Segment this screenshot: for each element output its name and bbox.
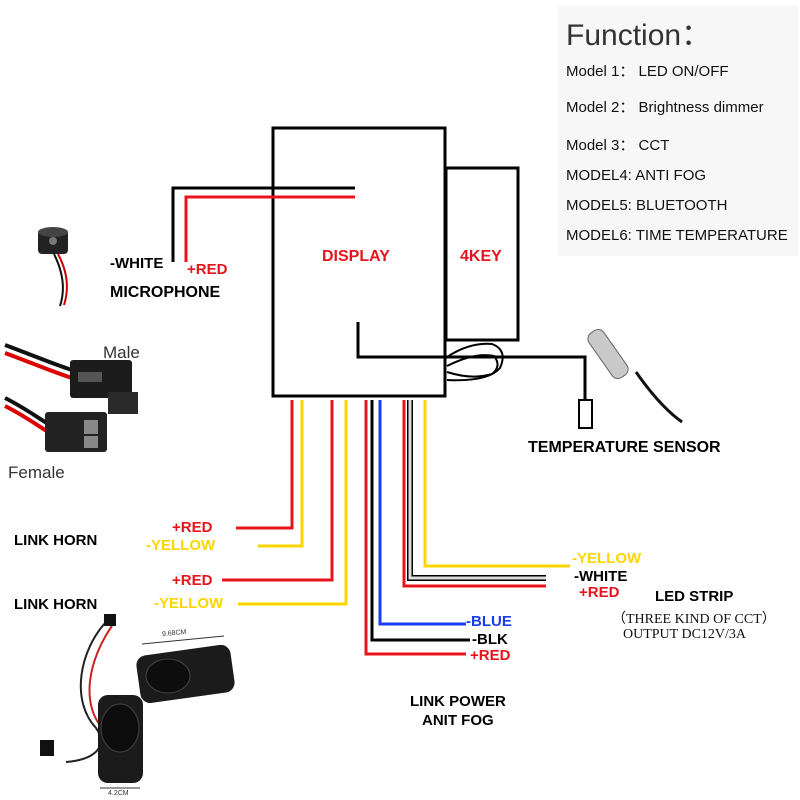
function-item-6: MODEL6: TIME TEMPERATURE bbox=[566, 227, 788, 244]
microphone-picture bbox=[38, 227, 68, 307]
horn1-red-wire bbox=[236, 400, 294, 530]
power-blue-label: -BLUE bbox=[466, 613, 512, 630]
mic-white-label: -WHITE bbox=[110, 255, 164, 272]
led-white-wire-outline bbox=[407, 400, 546, 581]
horn1-label: LINK HORN bbox=[14, 532, 98, 549]
power-black-label: -BLK bbox=[472, 631, 508, 648]
led-yellow-label: -YELLOW bbox=[572, 550, 642, 567]
horn2-red-label: +RED bbox=[172, 572, 213, 589]
function-item-4: MODEL4: ANTI FOG bbox=[566, 167, 707, 184]
led-red-label: +RED bbox=[579, 584, 620, 601]
wire-loop-a bbox=[446, 342, 504, 382]
speakers-picture bbox=[40, 614, 235, 789]
power-black-wire bbox=[370, 400, 470, 642]
function-item-2: Model 2： Brightness dimmer bbox=[566, 99, 764, 116]
power-blue-wire bbox=[378, 400, 466, 626]
connector-picture bbox=[4, 343, 138, 452]
female-label: Female bbox=[8, 463, 65, 482]
temperature-sensor-label: TEMPERATURE SENSOR bbox=[528, 439, 721, 456]
led-strip-cct-note: （THREE KIND OF CCT） bbox=[612, 612, 776, 627]
wire-loop-b bbox=[446, 354, 499, 378]
function-panel bbox=[558, 6, 798, 256]
horn2-red-wire bbox=[222, 400, 334, 582]
led-red-wire bbox=[402, 400, 546, 588]
horn2-yellow-wire bbox=[238, 400, 348, 606]
power-red-wire bbox=[364, 400, 466, 656]
mic-red-wire bbox=[184, 195, 355, 262]
led-strip-label: LED STRIP bbox=[655, 588, 734, 605]
keypad-label: 4KEY bbox=[460, 248, 502, 265]
temperature-sensor-wire bbox=[356, 322, 587, 400]
horn1-yellow-label: -YELLOW bbox=[146, 537, 216, 554]
led-white-wire bbox=[408, 400, 546, 580]
function-item-3: Model 3： CCT bbox=[566, 137, 670, 154]
speaker-width-label: 4.2CM bbox=[108, 790, 129, 797]
power-label-line2: ANIT FOG bbox=[422, 712, 494, 729]
function-item-5: MODEL5: BLUETOOTH bbox=[566, 197, 728, 214]
led-strip-output: OUTPUT DC12V/3A bbox=[623, 627, 747, 642]
keypad-module-box bbox=[444, 166, 520, 342]
mic-red-label: +RED bbox=[187, 261, 228, 278]
function-title: Function： bbox=[566, 19, 712, 52]
display-label: DISPLAY bbox=[322, 248, 390, 265]
temperature-sensor-probe bbox=[578, 399, 593, 429]
male-label: Male bbox=[103, 343, 140, 362]
microphone-label: MICROPHONE bbox=[110, 284, 221, 301]
function-item-1: Model 1： LED ON/OFF bbox=[566, 63, 729, 80]
led-yellow-wire bbox=[423, 400, 570, 568]
power-label-line1: LINK POWER bbox=[410, 693, 506, 710]
led-white-label: -WHITE bbox=[574, 568, 628, 585]
horn2-yellow-label: -YELLOW bbox=[154, 595, 224, 612]
power-red-label: +RED bbox=[470, 647, 511, 664]
horn1-yellow-wire bbox=[258, 400, 304, 548]
temperature-sensor-picture bbox=[587, 328, 683, 424]
mic-white-wire bbox=[171, 186, 355, 262]
horn2-label: LINK HORN bbox=[14, 596, 98, 613]
horn1-red-label: +RED bbox=[172, 519, 213, 536]
